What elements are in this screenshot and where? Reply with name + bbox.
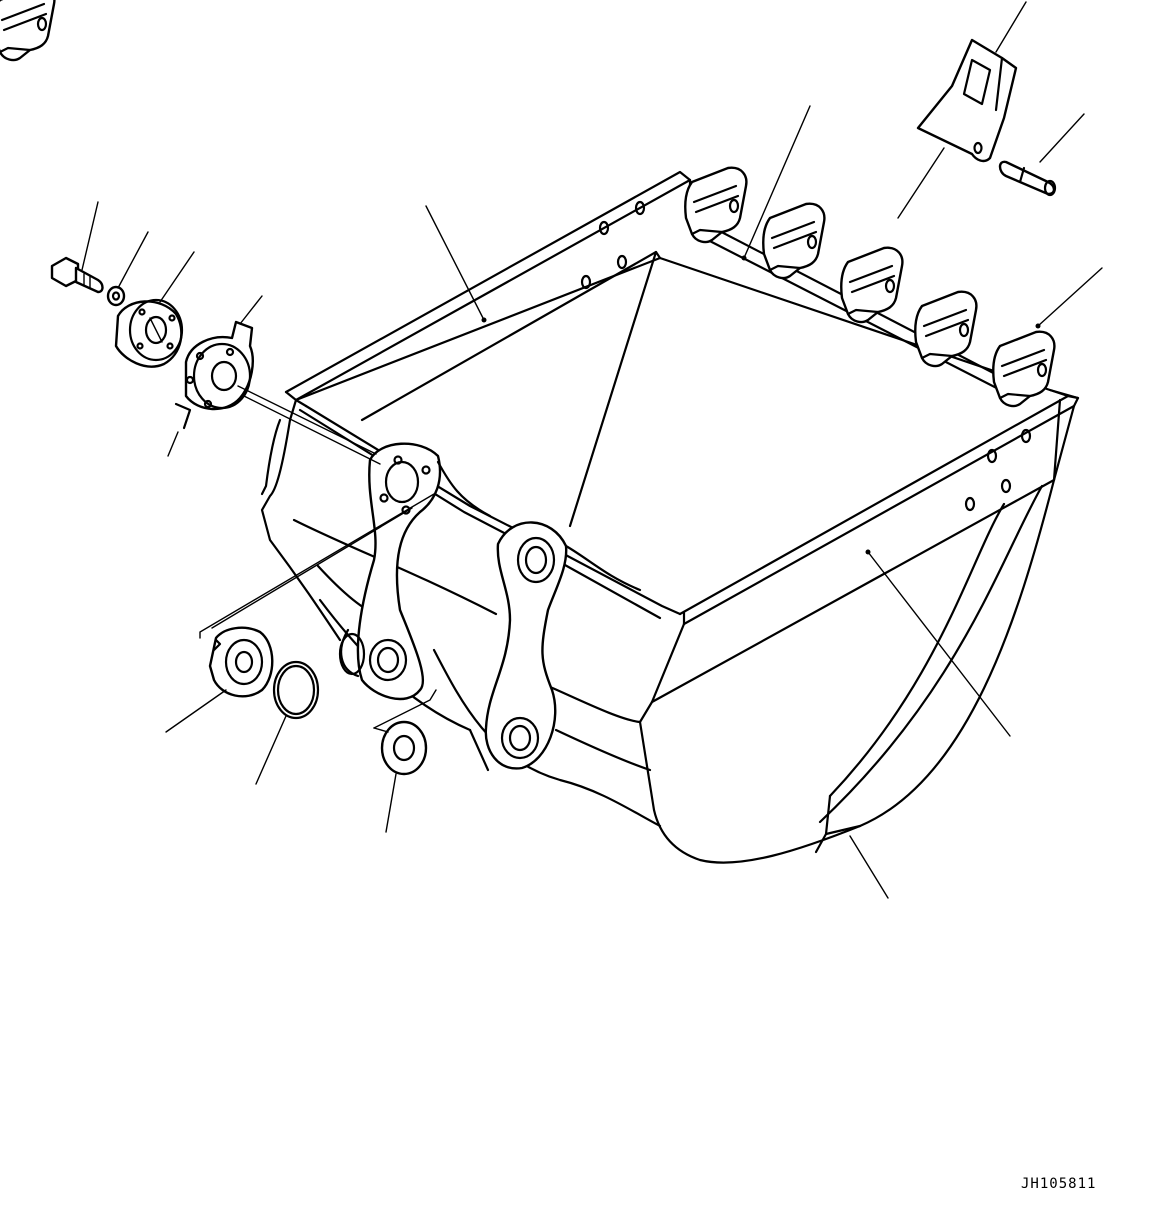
tooth-point	[918, 40, 1016, 161]
thrust-washer	[382, 722, 426, 774]
shim-plate	[116, 300, 182, 367]
o-ring	[274, 662, 318, 718]
bolt	[52, 258, 103, 292]
boss-bracket	[340, 444, 640, 769]
assembly-lines	[200, 148, 944, 732]
drawing-code-label: JH105811	[1021, 1176, 1097, 1192]
leader-lines	[82, 2, 1102, 898]
side-plate	[481, 202, 1031, 555]
bushing	[210, 628, 272, 697]
washer	[108, 287, 124, 305]
tooth-adapter	[0, 0, 1056, 408]
spacer-ring	[176, 322, 253, 428]
tooth-pin	[1000, 162, 1055, 195]
